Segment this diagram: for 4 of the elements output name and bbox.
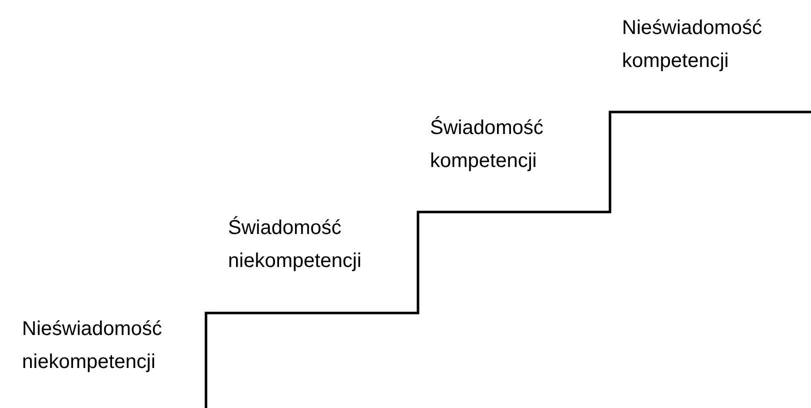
stage-label: Świadomość niekompetencji [228, 215, 362, 274]
stage-label: Nieświadomość kompetencji [622, 16, 764, 74]
stage-label: Nieświadomość niekompetencji [22, 317, 164, 375]
stage-label: Świadomość kompetencji [430, 115, 544, 174]
